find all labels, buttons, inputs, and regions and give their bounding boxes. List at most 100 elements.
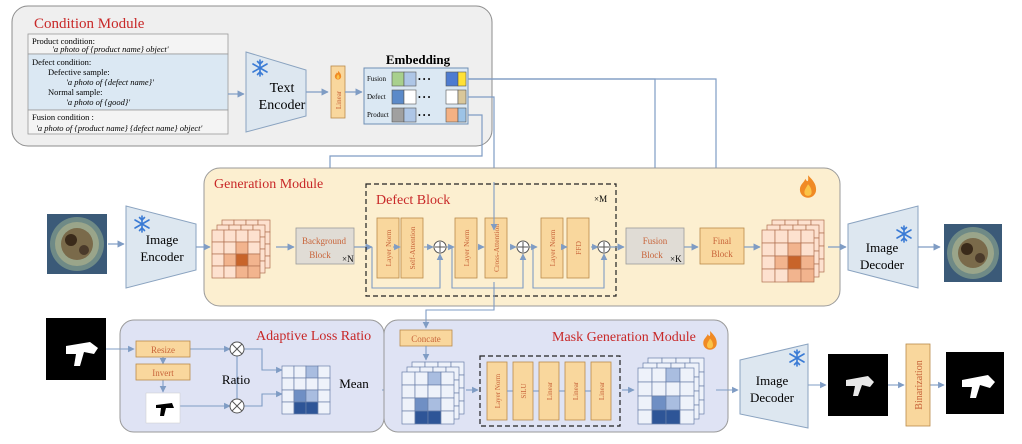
final-block-label-1: Final	[713, 236, 732, 246]
feature-cell	[665, 367, 681, 383]
feature-cell	[211, 229, 225, 243]
adaptive-loss-title: Adaptive Loss Ratio	[256, 329, 371, 344]
defect-layer-label: Self-Attention	[408, 226, 417, 269]
linear-label: Linear	[335, 90, 343, 109]
defect-block-multiplier: ×M	[594, 194, 607, 204]
feature-cell	[651, 395, 667, 411]
emb-row-defect: Defect	[367, 93, 386, 101]
image-decoder-label-1: Image	[866, 240, 899, 255]
feature-cell	[305, 389, 319, 403]
mask-image-decoder-label-1: Image	[756, 373, 789, 388]
defective-sample-prompt: 'a photo of {defect name}'	[66, 77, 154, 87]
mask-image-decoder-label-2: Decoder	[750, 390, 795, 405]
feature-cell	[317, 365, 331, 379]
defect-layer-label: Layer Norm	[548, 229, 557, 266]
feature-cell	[761, 229, 776, 244]
feature-cell	[281, 365, 295, 379]
image-encoder-label-2: Encoder	[140, 249, 184, 264]
feature-cell	[414, 384, 429, 399]
defect-block-layers: Layer Norm Self-Attention Layer Norm Cross-…	[376, 217, 590, 279]
mask-flow	[422, 282, 945, 394]
defect-layer-label: Layer Norm	[384, 229, 393, 266]
feature-cell	[281, 401, 295, 415]
mlp-layer-label: Linear	[546, 381, 554, 400]
defect-block: Defect Block ×M	[365, 183, 617, 297]
binary-mask-image	[946, 352, 1004, 414]
text-encoder-label-2: Encoder	[259, 98, 306, 113]
feature-cell	[235, 229, 249, 243]
feature-cell	[427, 384, 442, 399]
concat-feature-grid	[401, 361, 465, 425]
feature-cell	[293, 401, 307, 415]
emb-row-product: Product	[367, 111, 389, 119]
feature-cell	[401, 410, 416, 425]
feature-cell	[235, 253, 249, 267]
feature-cell	[223, 265, 237, 279]
condition-module-title: Condition Module	[34, 16, 145, 32]
mlp-block	[479, 355, 621, 427]
feature-cell	[800, 255, 815, 270]
feature-cell	[787, 255, 802, 270]
feature-cell	[281, 389, 295, 403]
feature-cell	[414, 410, 429, 425]
feature-cell	[637, 395, 653, 411]
fusion-condition-prompt: 'a photo of {product name} {defect name}…	[36, 123, 203, 133]
condition-module: Condition Module Product condition: 'a p…	[11, 5, 493, 147]
residual-add-3	[597, 240, 611, 254]
defect-layer-box	[400, 217, 424, 279]
feature-cell	[787, 268, 802, 283]
final-block: Final Block	[699, 227, 745, 265]
embedding-title: Embedding	[386, 52, 451, 67]
binarization-label: Binarization	[914, 360, 925, 409]
text-encoder-label-1: Text	[270, 81, 295, 96]
latent-feature-input	[211, 219, 271, 279]
feature-cell	[211, 253, 225, 267]
feature-cell	[761, 242, 776, 257]
feature-cell	[651, 409, 667, 425]
defective-sample-label: Defective sample:	[48, 67, 110, 77]
defect-layer-label: Cross-Attention	[492, 224, 501, 272]
feature-cell	[679, 381, 695, 397]
feature-cell	[440, 410, 455, 425]
feature-cell	[317, 389, 331, 403]
invert-label: Invert	[152, 368, 174, 378]
product-condition-prompt: 'a photo of {product name} object'	[52, 44, 169, 54]
mlp-layer-label: Linear	[598, 381, 606, 400]
binarization-box: Binarization	[905, 343, 931, 427]
feature-cell	[665, 395, 681, 411]
mask-feature-grid	[637, 357, 705, 425]
fusion-block-label-1: Fusion	[643, 236, 668, 246]
feature-cell	[223, 241, 237, 255]
product-condition-label: Product condition:	[32, 36, 95, 46]
concate-box: Concate	[399, 329, 453, 347]
defect-layer-box	[454, 217, 478, 279]
invert-box: Invert	[135, 363, 191, 381]
multiply-op-1	[229, 341, 245, 357]
defect-layer-label: Layer Norm	[462, 229, 471, 266]
feature-cell	[774, 255, 789, 270]
feature-cell	[637, 409, 653, 425]
feature-cell	[305, 377, 319, 391]
feature-cell	[247, 253, 261, 267]
feature-cell	[679, 409, 695, 425]
concate-label: Concate	[411, 334, 441, 344]
ratio-grid	[281, 365, 331, 415]
image-encoder-block: Image Encoder	[125, 205, 197, 289]
feature-cell	[247, 265, 261, 279]
feature-cell	[305, 365, 319, 379]
feature-cell	[637, 381, 653, 397]
emb-dots-product: • • •	[418, 111, 431, 120]
feature-cell	[800, 268, 815, 283]
mlp-layer-label: SiLU	[520, 383, 528, 398]
feature-cell	[787, 242, 802, 257]
fusion-block-multiplier: ×K	[670, 254, 682, 264]
input-mask-image	[46, 318, 106, 380]
defect-block-title: Defect Block	[376, 193, 450, 208]
feature-cell	[761, 268, 776, 283]
emb-dots-defect: • • •	[418, 93, 431, 102]
fusion-block-label-2: Block	[641, 250, 663, 260]
feature-cell	[774, 229, 789, 244]
feature-cell	[427, 397, 442, 412]
generation-module-title: Generation Module	[214, 177, 323, 192]
